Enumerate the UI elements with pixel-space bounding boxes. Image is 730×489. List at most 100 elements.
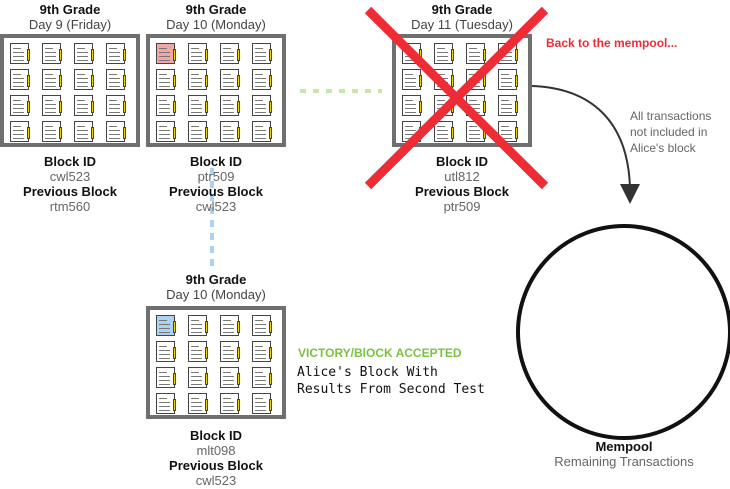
block2-grade: 9th Grade: [185, 2, 247, 17]
block2-id: ptr509: [197, 169, 235, 184]
pencil-icon: [515, 75, 518, 87]
block3-id-label: Block ID: [435, 154, 488, 169]
transactions-note-line3: Alice's block: [630, 141, 696, 155]
block1-prev-label: Previous Block: [23, 184, 117, 199]
pencil-icon: [123, 127, 126, 139]
arrowhead-icon: [620, 184, 640, 204]
pencil-icon: [269, 373, 272, 385]
alice-note-line2: Results From Second Test: [297, 382, 485, 397]
transaction-sheet-icon: [188, 43, 208, 64]
transaction-sheet-icon: [252, 121, 272, 142]
pencil-icon: [123, 49, 126, 61]
transaction-sheet-icon: [252, 69, 272, 90]
transaction-sheet-icon: [252, 393, 272, 414]
block4-meta: Block ID mlt098 Previous Block cwl523: [146, 428, 286, 488]
pencil-icon: [451, 127, 454, 139]
transaction-sheet-icon: [434, 43, 454, 64]
transaction-sheet-icon: [156, 367, 176, 388]
transaction-sheet-icon: [106, 43, 126, 64]
block4-grade: 9th Grade: [185, 272, 247, 287]
block2-id-label: Block ID: [189, 154, 242, 169]
transaction-sheet-icon: [252, 95, 272, 116]
block1-id: cwl523: [49, 169, 91, 184]
transaction-sheet-icon: [156, 43, 176, 64]
pencil-icon: [205, 347, 208, 359]
transaction-sheet-icon: [252, 43, 272, 64]
pencil-icon: [483, 75, 486, 87]
mempool-label: Mempool Remaining Transactions: [524, 439, 724, 469]
transaction-sheet-icon: [466, 69, 486, 90]
pencil-icon: [483, 101, 486, 113]
transaction-sheet-icon: [252, 367, 272, 388]
transaction-sheet-icon: [188, 341, 208, 362]
block3-grade: 9th Grade: [431, 2, 493, 17]
transactions-note-line1: All transactions: [630, 109, 712, 123]
pencil-icon: [173, 101, 176, 113]
transactions-note-line2: not included in: [630, 125, 708, 139]
pencil-icon: [237, 373, 240, 385]
block1-box: [0, 34, 140, 147]
block4-header: 9th Grade Day 10 (Monday): [146, 272, 286, 302]
transaction-sheet-icon: [220, 43, 240, 64]
transaction-sheet-icon: [188, 315, 208, 336]
pencil-icon: [123, 101, 126, 113]
pencil-icon: [237, 399, 240, 411]
transaction-sheet-icon: [156, 121, 176, 142]
block4-id: mlt098: [196, 443, 236, 458]
block4-box: [146, 306, 286, 419]
pencil-icon: [451, 101, 454, 113]
pencil-icon: [237, 347, 240, 359]
pencil-icon: [515, 101, 518, 113]
block3-box: [392, 34, 532, 147]
block2-meta: Block ID ptr509 Previous Block cwl523: [146, 154, 286, 214]
mempool-title: Mempool: [595, 439, 653, 454]
transaction-sheet-icon: [10, 43, 30, 64]
block1-grade: 9th Grade: [39, 2, 101, 17]
block3-meta: Block ID utl812 Previous Block ptr509: [392, 154, 532, 214]
transaction-sheet-icon: [498, 43, 518, 64]
pencil-icon: [59, 75, 62, 87]
pencil-icon: [173, 49, 176, 61]
transaction-sheet-icon: [434, 95, 454, 116]
pencil-icon: [515, 127, 518, 139]
block3-header: 9th Grade Day 11 (Tuesday): [392, 2, 532, 32]
pencil-icon: [173, 75, 176, 87]
transaction-sheet-icon: [188, 95, 208, 116]
block1-prev: rtm560: [49, 199, 91, 214]
pencil-icon: [27, 127, 30, 139]
transaction-sheet-icon: [402, 43, 422, 64]
transaction-sheet-icon: [220, 315, 240, 336]
pencil-icon: [451, 75, 454, 87]
to-mempool-arrow: [531, 85, 631, 189]
pencil-icon: [419, 49, 422, 61]
pencil-icon: [205, 75, 208, 87]
pencil-icon: [237, 101, 240, 113]
transaction-sheet-icon: [498, 95, 518, 116]
alice-note-line1: Alice's Block With: [297, 365, 438, 380]
transaction-sheet-icon: [498, 121, 518, 142]
block1-header: 9th Grade Day 9 (Friday): [0, 2, 140, 32]
transaction-sheet-icon: [188, 121, 208, 142]
transaction-sheet-icon: [220, 95, 240, 116]
pencil-icon: [483, 127, 486, 139]
pencil-icon: [237, 75, 240, 87]
transaction-sheet-icon: [74, 121, 94, 142]
pencil-icon: [91, 127, 94, 139]
transaction-sheet-icon: [42, 43, 62, 64]
block3-prev-label: Previous Block: [415, 184, 509, 199]
block4-id-label: Block ID: [189, 428, 242, 443]
pencil-icon: [91, 101, 94, 113]
pencil-icon: [123, 75, 126, 87]
transaction-sheet-icon: [106, 95, 126, 116]
transaction-sheet-icon: [156, 69, 176, 90]
mempool-circle: [516, 224, 730, 440]
pencil-icon: [237, 321, 240, 333]
block2-prev: cwl523: [195, 199, 237, 214]
back-to-mempool-note: Back to the mempool...: [546, 36, 678, 50]
transaction-sheet-icon: [10, 121, 30, 142]
mempool-subtitle: Remaining Transactions: [554, 454, 694, 469]
transaction-sheet-icon: [466, 95, 486, 116]
transaction-sheet-icon: [188, 393, 208, 414]
pencil-icon: [515, 49, 518, 61]
block3-day: Day 11 (Tuesday): [411, 17, 513, 32]
